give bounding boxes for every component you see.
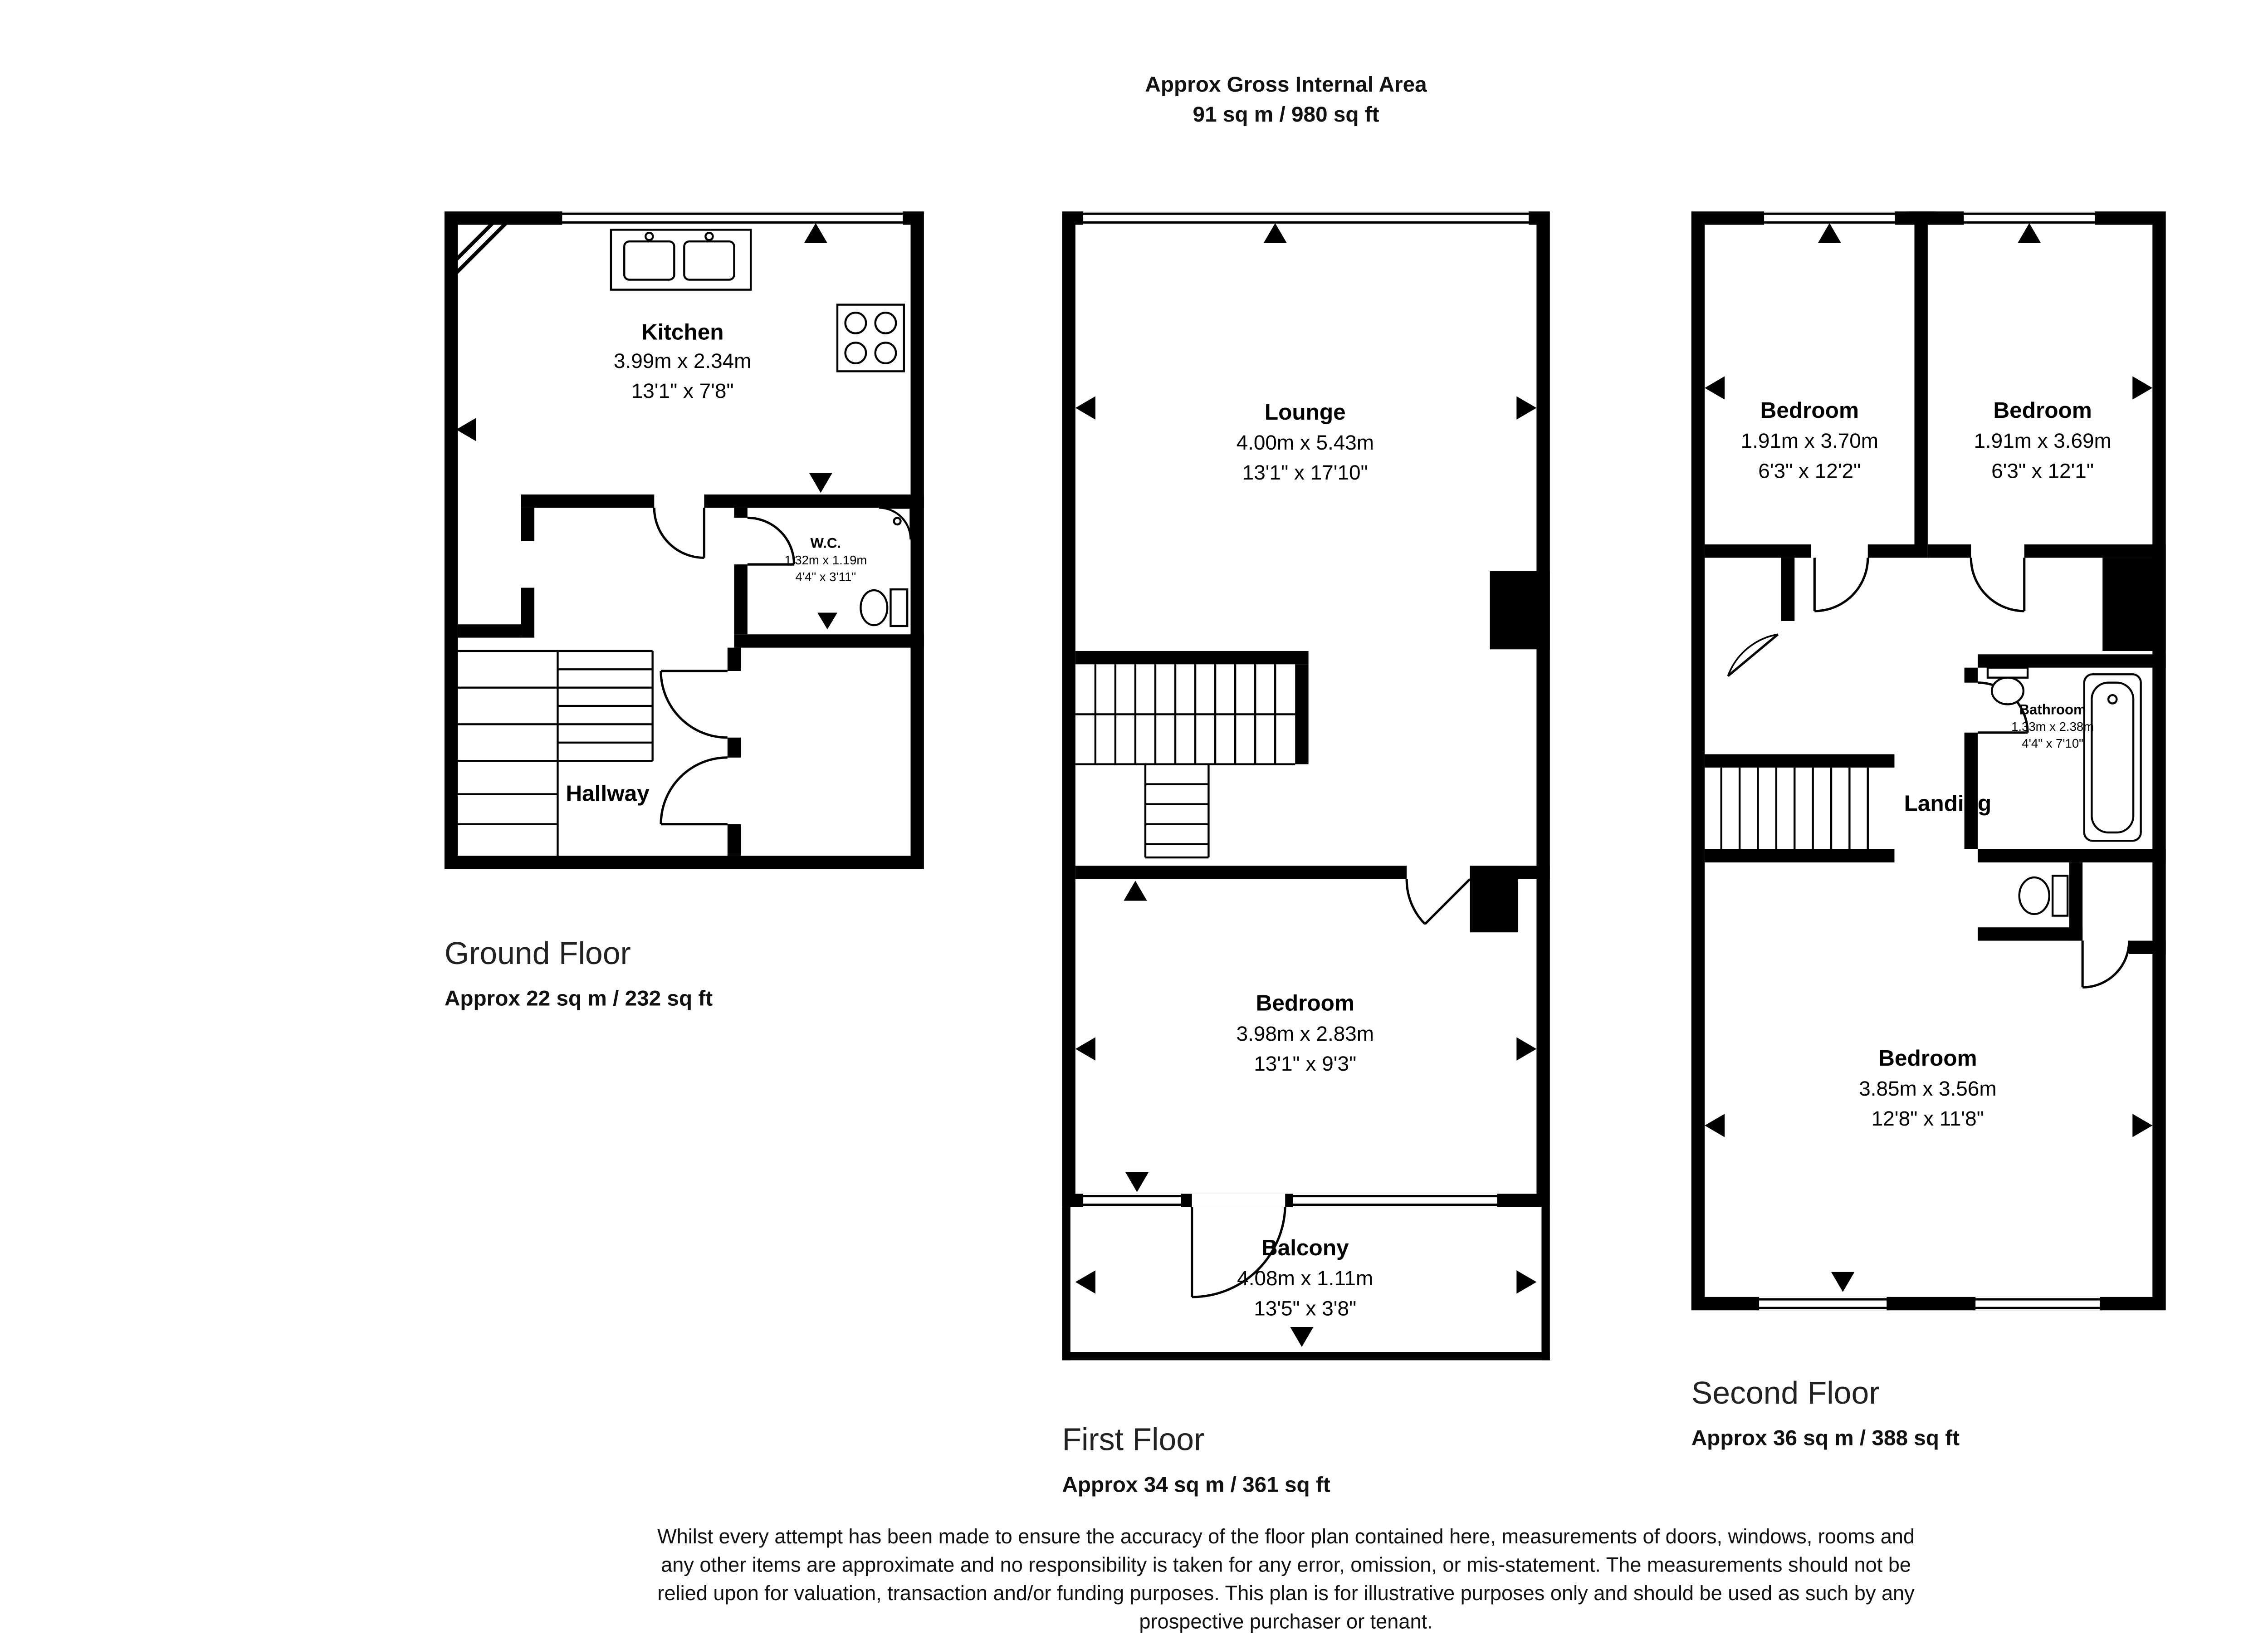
toilet-icon (860, 588, 909, 627)
disclaimer-line: any other items are approximate and no r… (661, 1553, 1911, 1577)
plan-header: Approx Gross Internal Area 91 sq m / 980… (0, 70, 2268, 130)
wc-label: W.C. (811, 535, 841, 551)
kitchen-metric: 3.99m x 2.34m (614, 349, 751, 372)
door-arc (653, 508, 796, 826)
window (1080, 211, 1531, 225)
ground-floor-plan: Kitchen 3.99m x 2.34m 13'1" x 7'8" W.C. … (444, 211, 924, 869)
floor-area-text: Approx 22 sq m / 232 sq ft (444, 985, 713, 1011)
stove-icon (836, 304, 905, 372)
direction-marker-icon (456, 223, 838, 630)
sink-icon (1986, 666, 2029, 705)
window (560, 211, 905, 225)
gross-area-title: Approx Gross Internal Area (1145, 71, 1427, 97)
wc-metric: 1.32m x 1.19m (784, 553, 867, 567)
bedroom1-imperial: 6'3" x 12'2" (1758, 459, 1861, 482)
landing-label: Landing (1904, 791, 1992, 816)
second-floor-plan: Bedroom 1.91m x 3.70m 6'3" x 12'2" Bedro… (1691, 211, 2166, 1311)
stairs (1075, 664, 1295, 859)
bedroom3-label: Bedroom (1878, 1046, 1977, 1071)
bedroom1-metric: 1.91m x 3.70m (1741, 429, 1878, 452)
second-walls (1691, 211, 2166, 1311)
bedroom2-imperial: 6'3" x 12'1" (1991, 459, 2094, 482)
bedroom2-metric: 1.91m x 3.69m (1974, 429, 2111, 452)
first-floor-title: First Floor Approx 34 sq m / 361 sq ft (1062, 1424, 1330, 1497)
bedroom3-metric: 3.85m x 3.56m (1859, 1077, 1996, 1100)
floor-title-text: First Floor (1062, 1423, 1205, 1459)
toilet-icon (2018, 875, 2069, 917)
door-arc (1727, 558, 2131, 989)
stairs (458, 650, 654, 856)
floor-title-text: Second Floor (1691, 1377, 1880, 1412)
second-floor-title: Second Floor Approx 36 sq m / 388 sq ft (1691, 1377, 1960, 1450)
bathroom-metric: 1.33m x 2.38m (2011, 720, 2094, 734)
sink-icon (879, 507, 912, 540)
bathtub-icon (2083, 673, 2142, 842)
floor-area-text: Approx 34 sq m / 361 sq ft (1062, 1472, 1330, 1497)
bedroom2-label: Bedroom (1993, 398, 2092, 423)
lounge-label: Lounge (1265, 400, 1346, 425)
kitchen-sink-icon (610, 229, 752, 291)
balcony-metric: 4.08m x 1.11m (1237, 1266, 1373, 1290)
kitchen-imperial: 13'1" x 7'8" (631, 379, 734, 402)
ground-floor-title: Ground Floor Approx 22 sq m / 232 sq ft (445, 937, 713, 1010)
window (1761, 211, 2097, 225)
stairs (1720, 767, 1869, 849)
bathroom-imperial: 4'4" x 7'10" (2022, 736, 2083, 750)
window (1080, 1194, 1500, 1207)
bedroom1-label: Bedroom (1760, 398, 1859, 423)
balcony-imperial: 13'5" x 3'8" (1254, 1296, 1356, 1320)
disclaimer-line: Whilst every attempt has been made to en… (657, 1525, 1915, 1549)
bedroom-metric: 3.98m x 2.83m (1237, 1022, 1374, 1045)
floor-title-text: Ground Floor (444, 937, 631, 973)
ground-walls (444, 211, 924, 869)
first-walls (1062, 211, 1550, 1361)
direction-marker-icon (1705, 223, 2153, 1292)
kitchen-label: Kitchen (641, 320, 724, 345)
hallway-label: Hallway (566, 781, 650, 806)
floor-area-text: Approx 36 sq m / 388 sq ft (1691, 1425, 1960, 1450)
disclaimer-line: prospective purchaser or tenant. (1139, 1610, 1433, 1634)
entrance-door (450, 216, 513, 279)
window (1756, 1297, 2102, 1311)
lounge-imperial: 13'1" x 17'10" (1242, 460, 1368, 484)
disclaimer: Whilst every attempt has been made to en… (0, 1523, 2268, 1637)
lounge-metric: 4.00m x 5.43m (1237, 431, 1374, 454)
bedroom-imperial: 13'1" x 9'3" (1254, 1052, 1356, 1075)
disclaimer-line: relied upon for valuation, transaction a… (657, 1581, 1915, 1605)
first-floor-plan: Lounge 4.00m x 5.43m 13'1" x 17'10" Bedr… (1062, 211, 1550, 1361)
balcony-label: Balcony (1261, 1235, 1349, 1260)
bedroom-label: Bedroom (1256, 991, 1354, 1016)
bedroom3-imperial: 12'8" x 11'8" (1872, 1106, 1984, 1130)
wc-imperial: 4'4" x 3'11" (796, 570, 856, 584)
gross-area-value: 91 sq m / 980 sq ft (1193, 101, 1379, 127)
door-arc (1191, 878, 1471, 1298)
direction-marker-icon (1075, 223, 1537, 1347)
bathroom-label: Bathroom (2019, 701, 2086, 717)
